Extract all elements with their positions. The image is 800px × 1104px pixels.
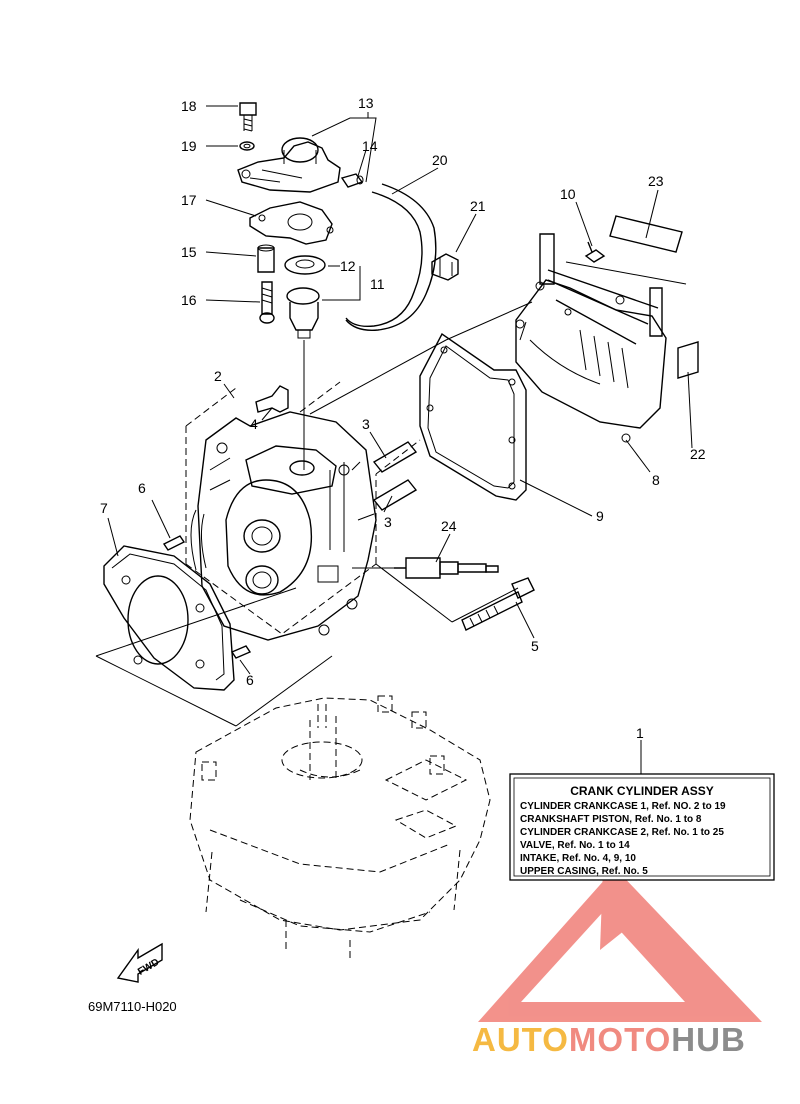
info-box [509,740,775,881]
fwd-arrow-icon [116,942,163,983]
plate-part [609,215,683,253]
bolt-part [461,577,535,631]
part-number-16: 16 [181,292,197,308]
part-number-18: 18 [181,98,197,114]
watermark-text-moto: MOTO [569,1021,671,1058]
watermark-logo [478,868,762,1022]
leader-lines [107,105,693,675]
part-number-19: 19 [181,138,197,154]
part-number-6-upper: 6 [138,480,146,496]
part-number-23: 23 [648,173,664,189]
part-number-labels: 18 13 19 14 20 17 10 23 21 15 12 11 16 2… [100,95,706,741]
part-number-10: 10 [560,186,576,202]
part-number-6-lower: 6 [246,672,254,688]
part-number-5: 5 [531,638,539,654]
part-number-7: 7 [100,500,108,516]
part-number-21: 21 [470,198,486,214]
part-number-17: 17 [181,192,197,208]
part-number-20: 20 [432,152,448,168]
info-box-line: CYLINDER CRANKCASE 1, Ref. NO. 2 to 19 [520,801,726,812]
part-number-2: 2 [214,368,222,384]
cylinder-dashed-outline [185,387,421,635]
diagram-code: 69M7110-H020 [88,999,177,1014]
spark-plug [352,557,499,579]
part-number-13: 13 [358,95,374,111]
part-number-11: 11 [370,276,385,292]
nipple-part [255,385,289,413]
info-box-line: CRANKSHAFT PISTON, Ref. No. 1 to 8 [520,814,702,825]
info-box-line: INTAKE, Ref. No. 4, 9, 10 [520,853,636,864]
part-number-15: 15 [181,244,197,260]
part-number-12: 12 [340,258,356,274]
watermark-text-hub: HUB [671,1021,746,1058]
info-box-line: UPPER CASING, Ref. No. 5 [520,866,648,877]
info-box-line: VALVE, Ref. No. 1 to 14 [520,840,630,851]
watermark-text: AUTOMOTOHUB [472,1021,746,1058]
part-number-8: 8 [652,472,660,488]
part-number-14: 14 [362,138,378,154]
part-number-3-lower: 3 [384,514,392,530]
part-number-9: 9 [596,508,604,524]
info-box-line: CYLINDER CRANKCASE 2, Ref. No. 1 to 25 [520,827,724,838]
cylinder-block [190,411,377,641]
small-plate-part [677,341,699,379]
fwd-label: FWD [136,957,161,978]
thermostat-cover-group [237,102,459,470]
part-number-4: 4 [250,416,258,432]
part-number-22: 22 [690,446,706,462]
crankcase-assembly [189,695,491,960]
exhaust-cover [515,233,687,443]
part-number-1: 1 [636,725,644,741]
part-number-3-upper: 3 [362,416,370,432]
info-box-title: CRANK CYLINDER ASSY [570,784,714,798]
watermark-text-auto: AUTO [472,1021,569,1058]
exhaust-gasket [419,332,527,501]
info-box-text: CRANK CYLINDER ASSY CYLINDER CRANKCASE 1… [520,784,726,877]
part-number-24: 24 [441,518,457,534]
head-gasket [103,545,235,691]
